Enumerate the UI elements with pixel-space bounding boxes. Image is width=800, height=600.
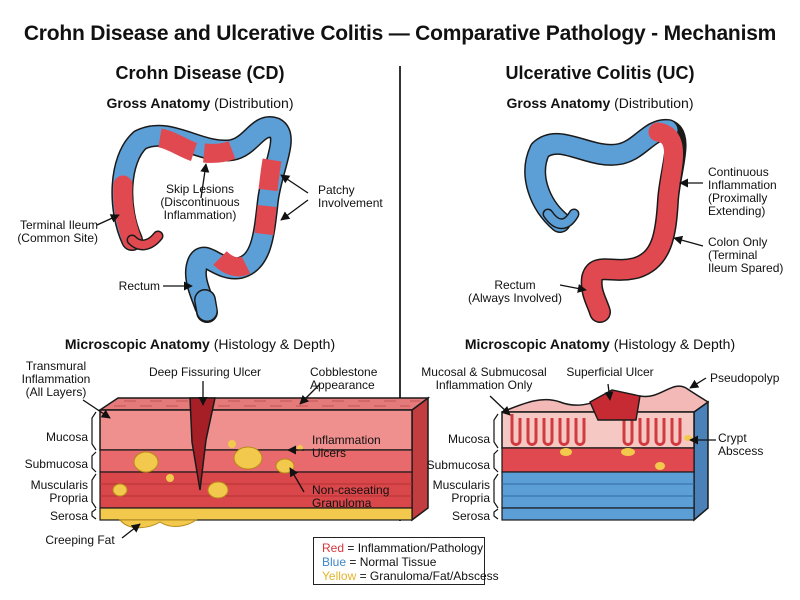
granuloma (207, 481, 229, 499)
label-uc-mucosa: Mucosa (447, 432, 490, 446)
label-fissuring-ulcer: Deep Fissuring Ulcer (148, 365, 262, 379)
label-terminal-ileum: Terminal Ileum(Common Site) (17, 218, 98, 245)
label-superficial-ulcer: Superficial Ulcer (566, 365, 654, 379)
legend-red: Red = Inflammation/Pathology (322, 541, 484, 555)
crohn-gross-heading: Gross Anatomy (Distribution) (106, 95, 294, 111)
color-legend: Red = Inflammation/Pathology Blue = Norm… (313, 537, 499, 585)
label-uc-serosa: Serosa (451, 509, 490, 523)
granuloma (112, 483, 128, 497)
crypt-abscess (655, 462, 665, 470)
skip-lesion (254, 205, 277, 236)
skip-lesion (203, 140, 236, 163)
uc-micro-heading: Microscopic Anatomy (Histology & Depth) (464, 336, 736, 352)
label-cd-submucosa: Submucosa (24, 457, 88, 471)
crohn-colon-diagram (111, 116, 292, 323)
crohn-title: Crohn Disease (CD) (115, 63, 285, 83)
deep-fissuring-ulcer (189, 397, 216, 491)
crypt-abscess (621, 448, 635, 456)
granuloma (233, 446, 263, 470)
uc-title: Ulcerative Colitis (UC) (505, 63, 695, 83)
granuloma (275, 458, 295, 474)
label-uc-submucosa: Submucosa (426, 458, 490, 472)
crohn-micro-heading: Microscopic Anatomy (Histology & Depth) (64, 336, 336, 352)
label-creeping-fat: Creeping Fat (45, 533, 115, 547)
uc-submucosa-layer (501, 447, 695, 473)
legend-yellow: Yellow = Granuloma/Fat/Abscess (322, 569, 499, 583)
label-uc-rectum: Rectum(Always Involved) (467, 278, 563, 305)
superficial-ulcer (589, 389, 641, 421)
label-cd-serosa: Serosa (49, 509, 88, 523)
label-cd-mucosa: Mucosa (45, 430, 88, 444)
label-pseudopolyp: Pseudopolyp (710, 371, 780, 385)
crohn-colon-base (112, 117, 291, 316)
skip-lesion (258, 158, 282, 192)
legend-blue: Blue = Normal Tissue (322, 555, 437, 569)
panel-divider (399, 66, 401, 521)
label-crohn-rectum: Rectum (118, 279, 160, 293)
uc-muscularis-layer (501, 471, 695, 509)
uc-colon-base (525, 120, 678, 232)
uc-inflamed-segment (582, 122, 683, 322)
uc-colon-diagram (524, 119, 687, 323)
granuloma (133, 451, 159, 473)
creeping-fat (118, 519, 198, 529)
cd-mucosa-top (97, 397, 431, 411)
crypt-abscess (560, 448, 572, 456)
uc-gross-heading: Gross Anatomy (Distribution) (506, 95, 694, 111)
uc-histology-block (501, 385, 710, 522)
uc-serosa-layer (501, 507, 695, 521)
crohn-histology-block (97, 396, 431, 529)
skip-lesion (113, 175, 142, 250)
cd-serosa-layer (99, 507, 413, 521)
main-title: Crohn Disease and Ulcerative Colitis — C… (23, 22, 777, 45)
cd-mucosa-layer (99, 409, 413, 451)
crypt-glands (510, 414, 682, 446)
skip-lesion (213, 251, 251, 277)
skip-lesion (157, 128, 198, 162)
